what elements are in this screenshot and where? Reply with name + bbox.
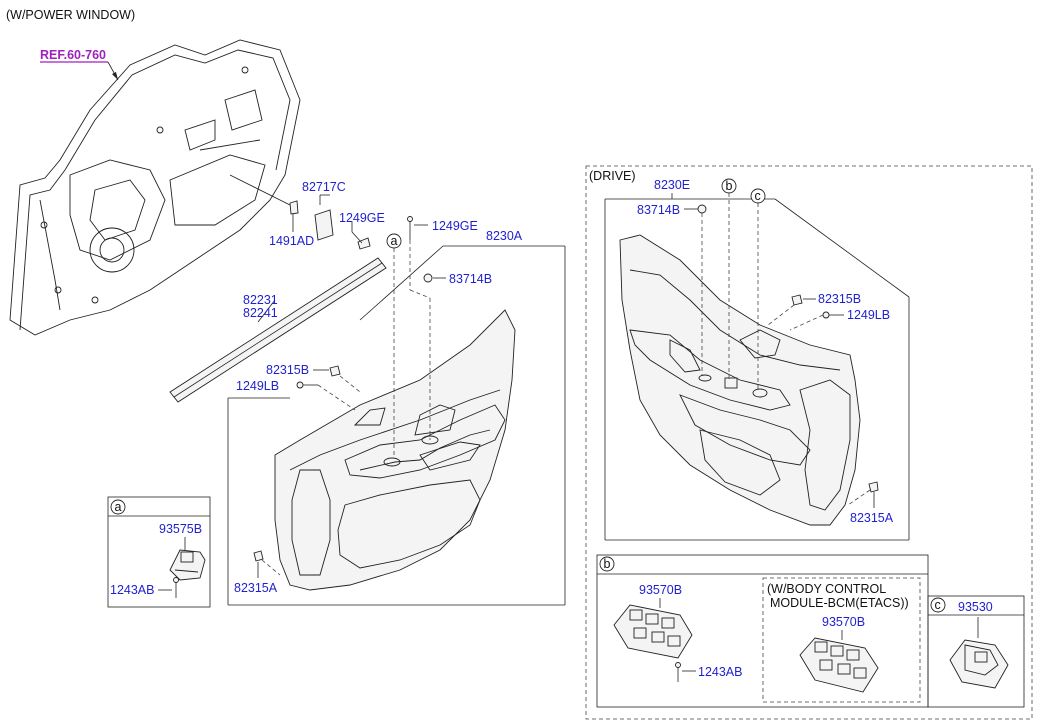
diagram-title: (W/POWER WINDOW) (6, 8, 135, 22)
screw-1249LB-drive-drawing (789, 311, 844, 331)
label-82717C: 82717C (302, 180, 346, 194)
label-8230A: 8230A (486, 229, 523, 243)
label-1249LB-drive: 1249LB (847, 308, 890, 322)
screw-1243AB-b-drawing (675, 662, 696, 682)
clip-83714B-main-drawing (423, 273, 446, 283)
door-frame-drawing (9, 39, 301, 336)
clip-82315A-main-drawing (253, 550, 281, 578)
screw-1249LB-main-drawing (296, 381, 356, 411)
label-82315A-drive: 82315A (850, 511, 894, 525)
clip-82315B-main-drawing (329, 365, 361, 393)
label-93575B: 93575B (159, 522, 202, 536)
callout-b-drive-text: b (726, 179, 733, 193)
box-b: b 93570B 1243AB (W/BODY CONTROL MODULE-B… (596, 554, 929, 708)
box-c: c 93530 (927, 595, 1025, 708)
label-1249GE-b: 1249GE (432, 219, 478, 233)
drive-door-trim-panel-drawing (619, 234, 861, 526)
label-83714B-drive: 83714B (637, 203, 680, 217)
box-a: a 93575B 1243AB (107, 496, 211, 608)
bcm-subbox: (W/BODY CONTROL MODULE-BCM(ETACS)) 93570… (762, 577, 921, 703)
main-door-trim-panel-drawing (274, 309, 516, 591)
bcm-title-line2: MODULE-BCM(ETACS)) (770, 596, 909, 610)
clip-82315B-drive-drawing (767, 294, 803, 326)
switch-93570B-b-drawing (613, 604, 693, 659)
drive-box-title: (DRIVE) (589, 169, 636, 183)
callout-a-main-text: a (391, 234, 398, 248)
callout-c-box-text: c (935, 598, 941, 612)
label-1491AD: 1491AD (269, 234, 314, 248)
ref-label[interactable]: REF.60-760 (40, 48, 106, 62)
screw-1243AB-a-drawing (173, 577, 179, 598)
screw-1249GE-a-drawing (351, 222, 371, 250)
label-82241: 82241 (243, 306, 278, 320)
drive-box: (DRIVE) 8230E 83714B (585, 165, 1033, 720)
callout-b-box-text: b (604, 557, 611, 571)
label-93530: 93530 (958, 600, 993, 614)
switch-93530-drawing (949, 639, 1009, 689)
callout-c-drive: c (750, 188, 766, 390)
label-93570B-b: 93570B (639, 583, 682, 597)
clip-82315A-drive-drawing (847, 481, 879, 508)
label-1243AB-a: 1243AB (110, 583, 154, 597)
callout-b-drive: b (721, 178, 737, 380)
screw-1249GE-b-drawing (407, 216, 431, 440)
label-82231: 82231 (243, 293, 278, 307)
label-93570B-bcm: 93570B (822, 615, 865, 629)
label-83714B-main: 83714B (449, 272, 492, 286)
callout-a-main: a (386, 233, 402, 455)
label-82315B-drive: 82315B (818, 292, 861, 306)
label-1249GE-a: 1249GE (339, 211, 385, 225)
bracket-82717C-drawing (314, 194, 334, 241)
label-8230E: 8230E (654, 178, 690, 192)
switch-93575B-drawing (169, 549, 206, 581)
label-82315A-main: 82315A (234, 581, 278, 595)
label-1249LB-main: 1249LB (236, 379, 279, 393)
main-panel-box (227, 245, 566, 606)
callout-a-box-text: a (115, 500, 122, 514)
label-82315B-main: 82315B (266, 363, 309, 377)
weatherstrip-drawing (169, 257, 387, 403)
bcm-title-line1: (W/BODY CONTROL (767, 582, 886, 596)
clip-1491AD-drawing (289, 200, 299, 232)
clip-83714B-drive-drawing (697, 204, 707, 375)
switch-93570B-bcm-drawing (799, 637, 879, 693)
callout-c-drive-text: c (755, 189, 761, 203)
ref-link[interactable]: REF.60-760 (40, 48, 119, 81)
label-1243AB-b: 1243AB (698, 665, 742, 679)
